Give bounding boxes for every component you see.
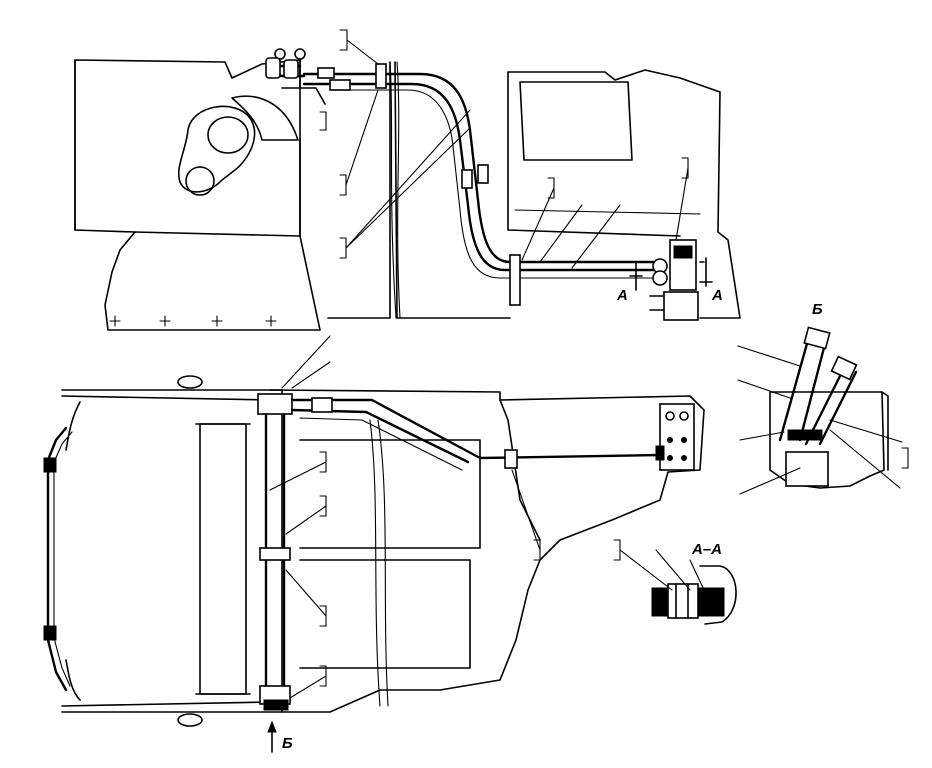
manifold-block — [655, 403, 695, 471]
pipe-bundle-top — [302, 63, 657, 306]
callout-marks-bottom — [269, 335, 541, 699]
callout-marks-top — [319, 29, 471, 259]
bottom-plan-view: Б — [43, 335, 705, 753]
left-body-panel — [74, 59, 321, 331]
top-side-view: А А — [74, 29, 741, 331]
cab-panel — [507, 69, 741, 319]
view-label-b-top: Б — [812, 301, 823, 318]
section-marker-a-right: А — [711, 287, 723, 304]
middle-panel — [299, 59, 391, 319]
pipe-loop-left — [46, 426, 68, 692]
section-marker-a-left: А — [616, 287, 628, 304]
pipe-bundle-vertical — [257, 393, 293, 711]
wheel-left — [61, 389, 283, 713]
view-label-b-bottom: Б — [282, 735, 293, 752]
axle-bracket — [178, 105, 256, 193]
view-b-detail: Б — [737, 301, 909, 495]
section-label-aa: А–А — [691, 541, 722, 558]
frame-outline — [269, 389, 705, 713]
top-fittings — [265, 48, 326, 105]
pipe-bundle-diagonal — [290, 397, 662, 471]
rivet-row — [109, 315, 277, 327]
valve-block — [629, 239, 713, 321]
view-arrow-b — [267, 720, 277, 753]
section-a-a: А–А — [613, 539, 737, 625]
